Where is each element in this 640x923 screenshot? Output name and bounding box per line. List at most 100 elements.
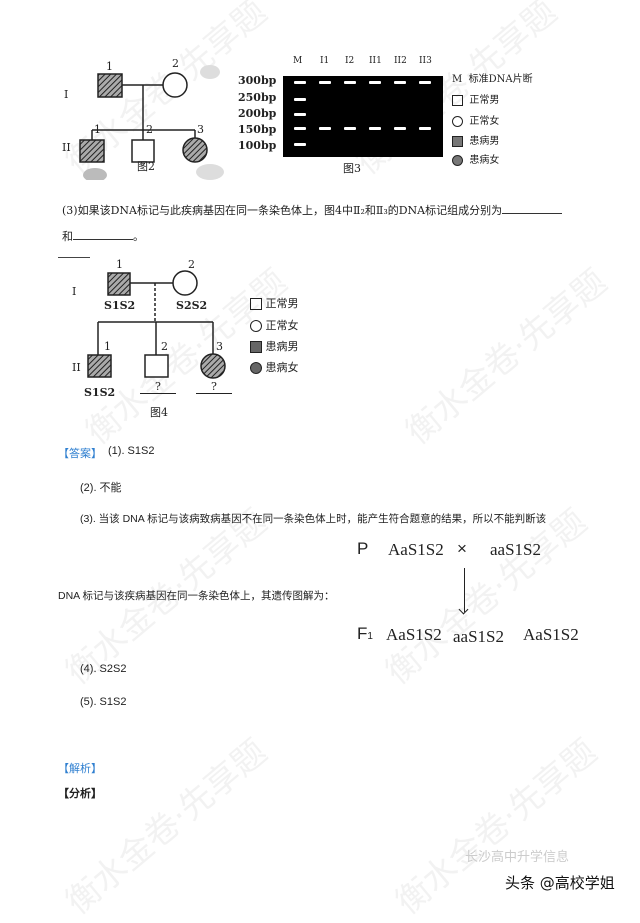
parent-genotype: AaS1S2 bbox=[388, 540, 444, 559]
bp-label: 300bp bbox=[238, 74, 277, 87]
answer-item: (1). S1S2 bbox=[108, 445, 155, 457]
normal-female-icon bbox=[452, 116, 463, 127]
bp-label: 100bp bbox=[238, 139, 277, 152]
normal-female-symbol bbox=[162, 72, 188, 98]
gel-band bbox=[369, 81, 381, 84]
legend-item: M 标准DNA片断 bbox=[452, 70, 533, 85]
question-and: 和 bbox=[62, 230, 73, 243]
question-end: 。 bbox=[133, 230, 144, 243]
genotype-label: S1S2 bbox=[104, 299, 136, 312]
gel-band bbox=[319, 127, 331, 130]
question-text: 和。 bbox=[62, 228, 144, 244]
gel-band bbox=[294, 81, 306, 84]
legend-label: 正常男 bbox=[469, 95, 500, 106]
answer-blank[interactable] bbox=[502, 203, 563, 214]
individual-number: 1 bbox=[106, 60, 113, 73]
individual-number: 3 bbox=[197, 123, 204, 136]
legend-item: 正常女 bbox=[452, 112, 499, 127]
legend-item: 患病男 bbox=[250, 338, 299, 354]
f1-subscript: 1 bbox=[367, 631, 373, 642]
individual-number: 2 bbox=[172, 57, 179, 70]
individual-number: 1 bbox=[94, 123, 101, 136]
answer-item: (4). S2S2 bbox=[80, 663, 127, 675]
parent-genotype: aaS1S2 bbox=[490, 540, 541, 559]
individual-number: 2 bbox=[161, 340, 168, 353]
normal-female-symbol bbox=[172, 270, 198, 296]
generation-label: I bbox=[64, 88, 69, 101]
question-text: (3)如果该DNA标记与此疾病基因在同一条染色体上，图4中Ⅱ₂和Ⅱ₃的DNA标记… bbox=[62, 202, 563, 218]
cross-p-label: P bbox=[357, 539, 369, 558]
bp-label: 200bp bbox=[238, 107, 277, 120]
affected-female-icon bbox=[452, 155, 463, 166]
genotype-label: S1S2 bbox=[84, 386, 116, 399]
normal-male-symbol bbox=[131, 139, 155, 163]
answer-item: (5). S1S2 bbox=[80, 696, 127, 708]
generation-label: II bbox=[62, 141, 71, 154]
gel-band bbox=[294, 143, 306, 146]
footer-watermark: 头条 @高校学姐 bbox=[505, 874, 615, 892]
answer-blank[interactable] bbox=[73, 229, 133, 240]
offspring-genotype: AaS1S2 bbox=[386, 625, 442, 644]
genotype-label: S2S2 bbox=[176, 299, 208, 312]
generation-label: II bbox=[72, 361, 81, 374]
answer-heading: 【答案】 bbox=[58, 447, 102, 460]
individual-number: 2 bbox=[188, 258, 195, 271]
affected-male-symbol bbox=[97, 73, 123, 98]
legend-item: 患病女 bbox=[250, 359, 299, 375]
lane-label: II2 bbox=[394, 56, 407, 66]
answer-item: (3). 当该 DNA 标记与该病致病基因不在同一条染色体上时，能产生符合题意的… bbox=[80, 513, 547, 525]
generation-label: I bbox=[72, 285, 77, 298]
f1-letter: F bbox=[357, 624, 368, 643]
lane-label: M bbox=[293, 56, 303, 66]
offspring-genotype: AaS1S2 bbox=[523, 625, 579, 644]
gel-band bbox=[294, 98, 306, 101]
lane-label: I2 bbox=[345, 56, 355, 66]
affected-female-icon bbox=[250, 362, 262, 374]
arrow-down-icon bbox=[464, 568, 465, 612]
gel-band bbox=[419, 127, 431, 130]
answer-item: (2). 不能 bbox=[80, 482, 122, 494]
bp-label: 250bp bbox=[238, 91, 277, 104]
normal-male-icon bbox=[250, 298, 262, 310]
lane-label: I1 bbox=[320, 56, 330, 66]
answer-item-continued: DNA 标记与该疾病基因在同一条染色体上，其遗传图解为： bbox=[58, 590, 335, 602]
gel-band bbox=[394, 127, 406, 130]
cross-symbol: × bbox=[457, 539, 467, 558]
individual-number: 3 bbox=[216, 340, 223, 353]
gel-band bbox=[369, 127, 381, 130]
legend-label: 患病女 bbox=[469, 155, 500, 166]
electrophoresis-gel bbox=[283, 76, 443, 157]
individual-number: 2 bbox=[146, 123, 153, 136]
question-prompt: (3)如果该DNA标记与此疾病基因在同一条染色体上，图4中Ⅱ₂和Ⅱ₃的DNA标记… bbox=[62, 204, 503, 217]
cross-f1-label: F1 bbox=[357, 624, 373, 644]
analysis-heading: 【解析】 bbox=[58, 762, 102, 775]
gel-band bbox=[344, 81, 356, 84]
legend-label: 患病女 bbox=[265, 361, 299, 374]
bp-label: 150bp bbox=[238, 123, 277, 136]
legend-item: 正常女 bbox=[250, 317, 299, 333]
affected-female-symbol bbox=[200, 353, 226, 379]
affected-male-icon bbox=[452, 136, 463, 147]
normal-female-icon bbox=[250, 320, 262, 332]
legend-label: 患病男 bbox=[469, 136, 500, 147]
legend-label: 正常女 bbox=[469, 116, 500, 127]
gel-band bbox=[394, 81, 406, 84]
normal-male-symbol bbox=[144, 354, 169, 378]
watermark: 衡水金卷·先享题 bbox=[388, 731, 605, 923]
affected-female-symbol bbox=[182, 137, 208, 163]
watermark: 衡水金卷·先享题 bbox=[58, 731, 275, 923]
affected-male-symbol bbox=[87, 354, 112, 378]
figure2-pedigree bbox=[79, 65, 224, 180]
lane-label: II3 bbox=[419, 56, 432, 66]
lane-label: II1 bbox=[369, 56, 382, 66]
figure-caption: 图2 bbox=[137, 160, 155, 173]
offspring-genotype: aaS1S2 bbox=[453, 627, 504, 646]
normal-male-icon bbox=[452, 95, 463, 106]
gel-band bbox=[294, 127, 306, 130]
affected-male-symbol bbox=[107, 272, 131, 296]
legend-item: 正常男 bbox=[452, 91, 499, 106]
figure-caption: 图4 bbox=[150, 406, 168, 419]
gel-band bbox=[344, 127, 356, 130]
divider bbox=[58, 257, 90, 258]
figure-caption: 图3 bbox=[343, 162, 361, 175]
